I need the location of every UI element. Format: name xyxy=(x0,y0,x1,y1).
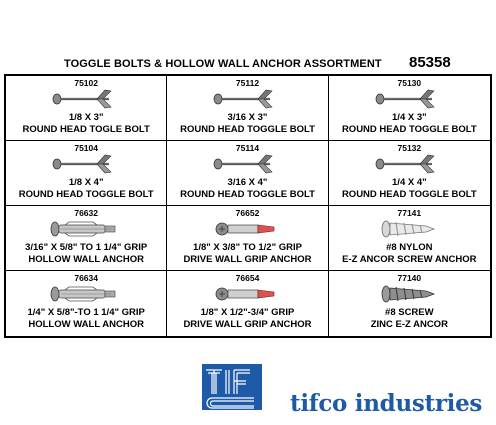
product-cell: 75114 3/16 X 4"ROUND HEAD TOGGLE BOLT xyxy=(167,141,329,206)
brand-logo: tifco industries xyxy=(202,364,492,417)
product-description: ROUND HEAD TOGGLE BOLT xyxy=(180,189,315,200)
product-size: 1/8 X 4" xyxy=(68,177,104,188)
product-grid: 75102 1/8 X 3"ROUND HEAD TOGLE BOLT 75112 3… xyxy=(4,74,492,338)
product-size: #8 NYLON xyxy=(386,242,433,253)
product-sku: 75102 xyxy=(74,78,98,88)
product-size: 1/8" X 3/8" TO 1/2" GRIP xyxy=(193,242,302,253)
product-sku: 75114 xyxy=(235,143,260,153)
product-description: E-Z ANCOR SCREW ANCHOR xyxy=(342,254,477,265)
brand-name: tifco industries xyxy=(290,390,483,417)
zinc-anchor-icon xyxy=(381,285,436,303)
product-sku: 75130 xyxy=(397,78,422,88)
header: TOGGLE BOLTS & HOLLOW WALL ANCHOR ASSORT… xyxy=(0,54,496,72)
toggle-bolt-icon xyxy=(214,154,274,174)
drive-anchor-icon xyxy=(216,287,275,301)
product-size: 3/16 X 3" xyxy=(227,112,268,123)
product-size: 1/8 X 3" xyxy=(68,112,104,123)
product-size: 1/4 X 4" xyxy=(392,177,427,188)
drive-anchor-icon xyxy=(216,222,275,236)
product-description: DRIVE WALL GRIP ANCHOR xyxy=(183,254,312,265)
product-cell: 75130 1/4 X 3"ROUND HEAD TOGGLE BOLT xyxy=(328,76,490,141)
product-sku: 76654 xyxy=(235,273,260,283)
product-description: ROUND HEAD TOGGLE BOLT xyxy=(180,124,315,135)
part-number: 85358 xyxy=(409,54,451,71)
product-sku: 76634 xyxy=(74,273,98,283)
product-cell: 75104 1/8 X 4"ROUND HEAD TOGGLE BOLT xyxy=(6,141,168,206)
product-description: ROUND HEAD TOGGLE BOLT xyxy=(341,189,477,200)
hollow-wall-anchor-icon xyxy=(50,221,116,237)
product-description: HOLLOW WALL ANCHOR xyxy=(28,254,144,265)
product-cell: 75112 3/16 X 3"ROUND HEAD TOGGLE BOLT xyxy=(167,76,329,141)
product-size: #8 SCREW xyxy=(385,307,434,318)
product-sku: 75132 xyxy=(397,143,422,153)
product-sku: 75104 xyxy=(74,143,98,153)
tifco-logo-icon xyxy=(202,364,262,410)
product-size: 1/4" X 5/8"-TO 1 1/4" GRIP xyxy=(27,307,145,318)
toggle-bolt-icon xyxy=(52,89,112,109)
page-title: TOGGLE BOLTS & HOLLOW WALL ANCHOR ASSORT… xyxy=(64,58,382,70)
product-description: HOLLOW WALL ANCHOR xyxy=(28,319,144,330)
product-sku: 75112 xyxy=(235,78,260,88)
product-size: 3/16 X 4" xyxy=(227,177,268,188)
nylon-anchor-icon xyxy=(381,220,436,238)
product-description: DRIVE WALL GRIP ANCHOR xyxy=(183,319,312,330)
hollow-wall-anchor-icon xyxy=(50,286,116,302)
product-size: 1/4 X 3" xyxy=(392,112,427,123)
product-description: ROUND HEAD TOGGLE BOLT xyxy=(18,189,154,200)
product-description: ZINC E-Z ANCOR xyxy=(370,319,448,330)
toggle-bolt-icon xyxy=(214,89,274,109)
product-size: 1/8" X 1/2"-3/4" GRIP xyxy=(200,307,295,318)
toggle-bolt-icon xyxy=(375,89,435,109)
product-sku: 77140 xyxy=(397,273,422,283)
toggle-bolt-icon xyxy=(375,154,435,174)
product-description: ROUND HEAD TOGGLE BOLT xyxy=(341,124,477,135)
product-cell: 75132 1/4 X 4"ROUND HEAD TOGGLE BOLT xyxy=(328,141,490,206)
product-sku: 77141 xyxy=(397,208,422,218)
product-size: 3/16" X 5/8" TO 1 1/4" GRIP xyxy=(25,242,148,253)
product-description: ROUND HEAD TOGLE BOLT xyxy=(22,124,150,135)
toggle-bolt-icon xyxy=(52,154,112,174)
product-sku: 76652 xyxy=(235,208,260,218)
product-sku: 76632 xyxy=(74,208,98,218)
product-cell: 75102 1/8 X 3"ROUND HEAD TOGLE BOLT xyxy=(6,76,168,141)
